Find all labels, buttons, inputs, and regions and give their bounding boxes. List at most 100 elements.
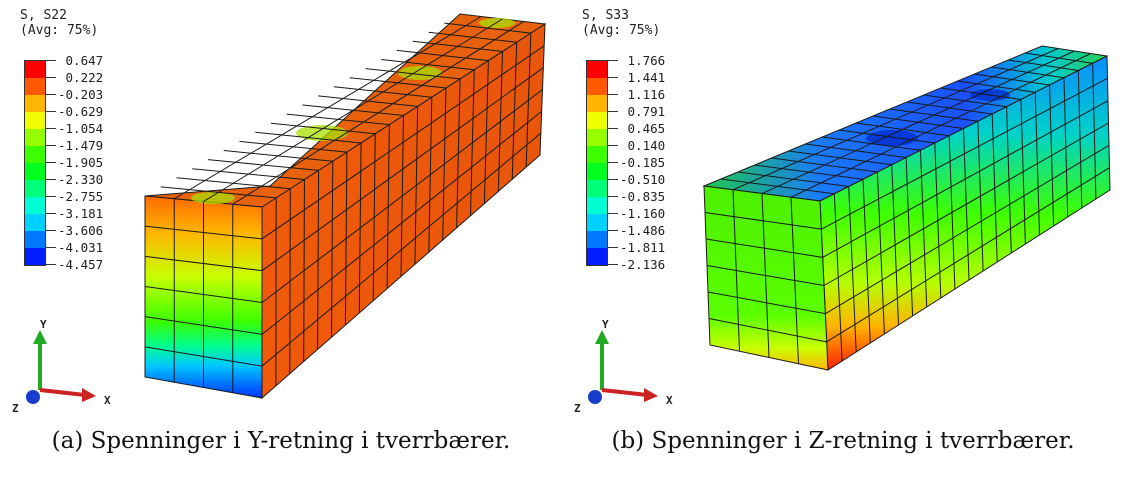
legend-value: -4.031 bbox=[58, 240, 104, 255]
mesh-line bbox=[821, 77, 1108, 230]
legend-swatch bbox=[25, 231, 45, 248]
legend-header: S, S22 (Avg: 75%) bbox=[20, 8, 98, 38]
z-axis-dot bbox=[588, 390, 602, 404]
legend-value: 0.140 bbox=[620, 138, 666, 153]
legend-tick bbox=[46, 111, 56, 112]
legend-value: -0.835 bbox=[620, 189, 666, 204]
legend-tick bbox=[46, 128, 56, 129]
panel-s22: S, S22 (Avg: 75%) 0.647 0.222 -0.203 -0.62… bbox=[0, 8, 547, 454]
legend-swatch bbox=[25, 112, 45, 129]
axis-triad-graphic bbox=[588, 330, 658, 404]
caption: (b) Spenninger i Z-retning i tverrbærer. bbox=[611, 428, 1075, 454]
legend-swatch bbox=[587, 248, 607, 265]
legend-value: -2.136 bbox=[620, 257, 666, 272]
legend-tick bbox=[608, 60, 618, 61]
legend-swatch bbox=[587, 214, 607, 231]
caption: (a) Spenninger i Y-retning i tverrbærer. bbox=[51, 428, 511, 454]
legend-tick bbox=[46, 213, 56, 214]
legend-tick bbox=[608, 162, 618, 163]
stress-spot bbox=[191, 192, 235, 204]
y-arrowhead bbox=[33, 330, 47, 344]
legend-tick bbox=[608, 230, 618, 231]
mesh-line bbox=[732, 48, 1059, 191]
color-legend: 1.766 1.441 1.116 0.791 0.465 0.140 -0.18… bbox=[586, 54, 706, 272]
legend-value: 1.116 bbox=[620, 87, 666, 102]
legend-tick bbox=[608, 77, 618, 78]
legend-value: -2.330 bbox=[58, 172, 104, 187]
legend-value: 0.647 bbox=[58, 53, 104, 68]
legend-tick bbox=[608, 247, 618, 248]
legend-value: -0.629 bbox=[58, 104, 104, 119]
mesh-line bbox=[261, 110, 542, 335]
legend-value: -3.606 bbox=[58, 223, 104, 238]
legend-value: -0.203 bbox=[58, 87, 104, 102]
legend-swatch bbox=[25, 61, 45, 78]
mesh-line bbox=[261, 67, 544, 272]
legend-swatch bbox=[587, 231, 607, 248]
legend-swatch bbox=[25, 78, 45, 95]
axis-label-x: X bbox=[104, 394, 111, 407]
legend-tick bbox=[608, 213, 618, 214]
legend-swatch bbox=[25, 95, 45, 112]
legend-value: -1.479 bbox=[58, 138, 104, 153]
legend-tick bbox=[608, 145, 618, 146]
legend-tick bbox=[46, 145, 56, 146]
legend-swatch bbox=[587, 197, 607, 214]
mesh-line bbox=[203, 18, 503, 202]
beam-model-s22 bbox=[144, 13, 547, 400]
mesh-line bbox=[823, 122, 1109, 286]
legend-value: 1.766 bbox=[620, 53, 666, 68]
legend-value: -0.510 bbox=[620, 172, 666, 187]
legend-swatch bbox=[25, 197, 45, 214]
legend-tick bbox=[608, 94, 618, 95]
legend-bar bbox=[24, 60, 46, 266]
legend-avg: (Avg: 75%) bbox=[20, 23, 99, 38]
x-arrowhead bbox=[82, 388, 96, 402]
mesh-line bbox=[173, 16, 482, 200]
stress-spot bbox=[479, 18, 515, 28]
legend-tick bbox=[46, 94, 56, 95]
mesh-line bbox=[706, 265, 825, 286]
mesh-line bbox=[261, 89, 543, 303]
mesh-line bbox=[708, 318, 827, 343]
mesh-line bbox=[144, 286, 263, 303]
legend-tick bbox=[608, 264, 618, 265]
legend-tick bbox=[608, 128, 618, 129]
legend-value: 0.465 bbox=[620, 121, 666, 136]
legend-value: 0.222 bbox=[58, 70, 104, 85]
x-axis-arrow bbox=[39, 388, 86, 397]
mesh-line bbox=[261, 45, 545, 240]
y-arrowhead bbox=[595, 330, 609, 344]
mesh-line bbox=[826, 167, 1110, 343]
legend-swatch bbox=[587, 78, 607, 95]
axis-triad: Y X Z bbox=[562, 300, 702, 420]
z-axis-dot bbox=[26, 390, 40, 404]
legend-value: 1.441 bbox=[620, 70, 666, 85]
legend-tick bbox=[46, 162, 56, 163]
legend-avg: (Avg: 75%) bbox=[582, 23, 661, 38]
legend-tick bbox=[46, 60, 56, 61]
mesh-line bbox=[144, 225, 263, 240]
legend-tick bbox=[608, 196, 618, 197]
legend-value: -1.160 bbox=[620, 206, 666, 221]
mesh-line bbox=[790, 53, 1091, 198]
x-arrowhead bbox=[644, 388, 658, 402]
axis-triad: Y X Z bbox=[0, 300, 140, 420]
legend-value: 0.791 bbox=[620, 104, 666, 119]
legend-swatch bbox=[25, 180, 45, 197]
legend-swatch bbox=[587, 95, 607, 112]
legend-swatch bbox=[587, 129, 607, 146]
stress-spot bbox=[866, 130, 918, 146]
legend-value: -0.185 bbox=[620, 155, 666, 170]
legend-tick bbox=[608, 111, 618, 112]
mesh-line bbox=[704, 212, 822, 230]
legend-tick bbox=[46, 179, 56, 180]
mesh-line bbox=[144, 316, 263, 335]
legend-swatch bbox=[587, 61, 607, 78]
legend-value: -1.811 bbox=[620, 240, 666, 255]
legend-swatch bbox=[25, 163, 45, 180]
axis-label-z: Z bbox=[574, 402, 581, 415]
legend-title: S, S33 bbox=[582, 8, 629, 23]
legend-swatch bbox=[25, 129, 45, 146]
mesh-lines bbox=[144, 16, 545, 393]
